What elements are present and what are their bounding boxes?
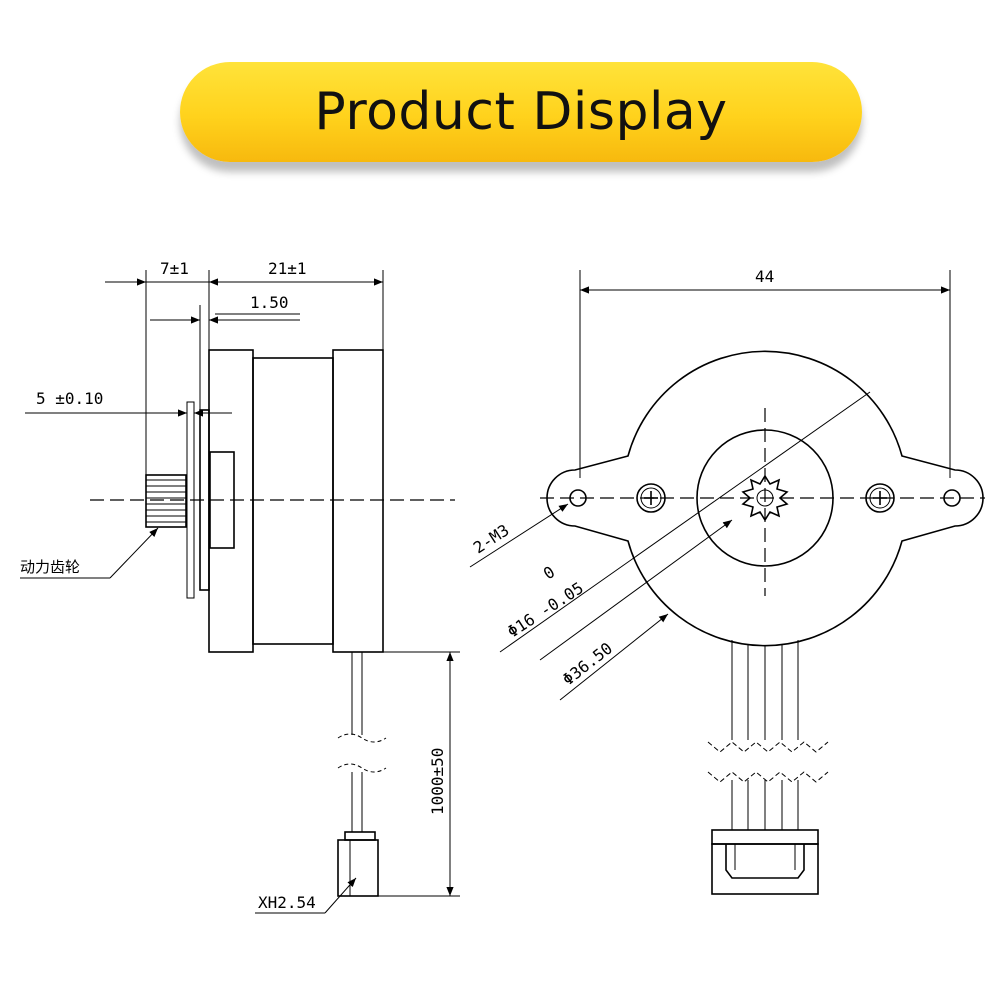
dim-shaft: 5 ±0.10 — [36, 389, 103, 408]
front-view: 44 2-M3 0 Φ16 -0.05 Φ36.50 — [469, 267, 985, 895]
screw-right — [865, 483, 895, 513]
front-connector — [711, 829, 819, 895]
dim-boss-tol-upper: 0 — [540, 562, 558, 583]
front-boss — [696, 429, 834, 567]
front-cap — [208, 349, 254, 653]
gear-teeth — [146, 479, 186, 523]
boss — [209, 451, 235, 549]
screw-left — [636, 483, 666, 513]
mount-hole-left — [569, 489, 587, 507]
motor-body — [252, 357, 334, 645]
dim-gear-length: 7±1 — [160, 259, 189, 278]
connector — [337, 839, 379, 897]
label-connector: XH2.54 — [258, 893, 316, 912]
connector-top — [344, 831, 376, 841]
dim-cable: 1000±50 — [428, 748, 447, 815]
label-gear: 动力齿轮 — [20, 558, 80, 576]
gear — [145, 474, 187, 528]
dim-flange: 1.50 — [250, 293, 289, 312]
front-cable — [707, 640, 829, 830]
rear-cap — [332, 349, 384, 653]
motor-outline — [546, 350, 984, 647]
label-mount-holes: 2-M3 — [470, 520, 513, 557]
dim-boss: Φ16 -0.05 — [504, 578, 587, 641]
front-gear — [741, 474, 789, 522]
dim-width: 44 — [755, 267, 774, 286]
mount-plate — [199, 409, 210, 591]
dim-body: Φ36.50 — [559, 639, 616, 690]
mount-hole-right — [943, 489, 961, 507]
title-banner: Product Display — [180, 62, 862, 162]
banner-title: Product Display — [314, 82, 728, 142]
shaft — [186, 401, 195, 599]
diameter-leader — [499, 391, 871, 653]
side-view: 7±1 21±1 1.50 5 ±0.10 动力齿轮 — [20, 259, 460, 914]
dim-body-length: 21±1 — [268, 259, 307, 278]
